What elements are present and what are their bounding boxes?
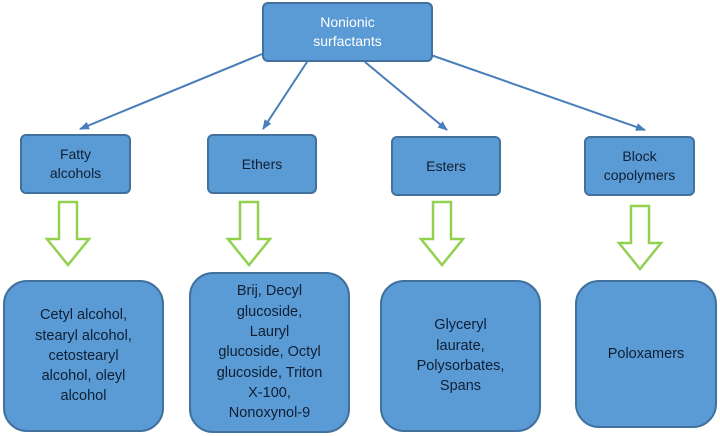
category-node-fatty-alcohols: Fatty alcohols <box>20 134 131 194</box>
root-node-nonionic-surfactants: Nonionic surfactants <box>262 2 433 62</box>
category-node-block-copolymers: Block copolymers <box>584 136 695 196</box>
examples-text-ethers: Brij, Decyl glucoside, Lauryl glucoside,… <box>216 283 323 422</box>
down-arrow-block-copolymers <box>616 204 664 271</box>
connector-arrow-esters <box>364 61 448 131</box>
connector-arrow-fatty-alcohols <box>79 53 263 130</box>
down-arrow-ethers <box>225 200 273 267</box>
examples-node-fatty-alcohols: Cetyl alcohol, stearyl alcohol, cetostea… <box>3 280 164 432</box>
connector-arrow-block-copolymers <box>427 53 646 131</box>
category-label-block-copolymers: Block copolymers <box>603 148 676 183</box>
category-node-ethers: Ethers <box>207 134 317 194</box>
examples-node-ethers: Brij, Decyl glucoside, Lauryl glucoside,… <box>189 272 350 433</box>
root-node-label: Nonionic surfactants <box>313 14 382 49</box>
down-arrow-esters <box>418 200 466 267</box>
category-node-esters: Esters <box>391 136 501 196</box>
examples-node-block-copolymers: Poloxamers <box>575 280 717 428</box>
examples-node-esters: Glyceryl laurate, Polysorbates, Spans <box>380 280 541 432</box>
examples-text-block-copolymers: Poloxamers <box>607 345 685 362</box>
examples-text-esters: Glyceryl laurate, Polysorbates, Spans <box>416 317 505 395</box>
connector-arrow-ethers <box>262 61 308 130</box>
category-label-ethers: Ethers <box>241 155 283 172</box>
category-label-fatty-alcohols: Fatty alcohols <box>49 146 102 181</box>
down-arrow-fatty-alcohols <box>44 200 92 267</box>
category-label-esters: Esters <box>426 157 466 174</box>
examples-text-fatty-alcohols: Cetyl alcohol, stearyl alcohol, cetostea… <box>35 307 132 405</box>
